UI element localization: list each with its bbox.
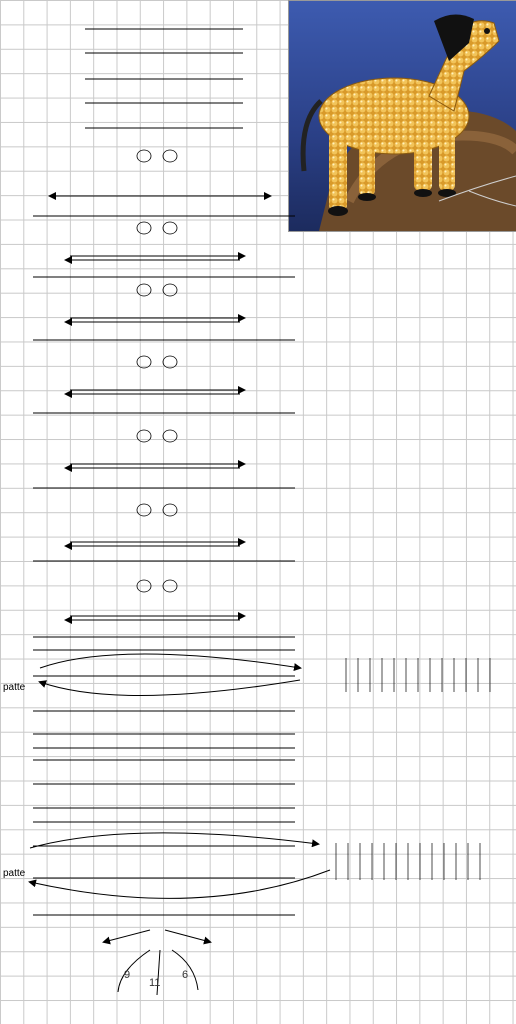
wire: [164, 929, 212, 945]
leg-label-top: patte: [3, 682, 26, 693]
wire: [171, 949, 199, 991]
wire: [156, 949, 161, 996]
row-divider-lines: [33, 28, 491, 916]
wire-loop: [162, 429, 178, 443]
wire-loop: [162, 149, 178, 163]
wire: [28, 869, 331, 899]
strand-label-11: 11: [149, 977, 160, 989]
strand-label-6: 6: [182, 969, 188, 981]
wire-paths: [28, 149, 331, 996]
wire-loop: [136, 429, 152, 443]
wire-loop: [162, 355, 178, 369]
wire-loop: [136, 221, 152, 235]
wire-loop: [136, 283, 152, 297]
leg-label-bottom: patte: [3, 868, 26, 879]
wire-loop: [136, 579, 152, 593]
wire-loop: [136, 355, 152, 369]
wire-loop: [136, 503, 152, 517]
strand-label-9: 9: [124, 969, 130, 981]
wire: [38, 679, 301, 697]
wire-loop: [162, 503, 178, 517]
wire-loop: [136, 149, 152, 163]
wire: [117, 949, 151, 993]
beaded-horse-photo-icon: [289, 1, 516, 231]
wire: [39, 653, 302, 672]
wire: [29, 832, 320, 849]
wire-loop: [162, 579, 178, 593]
wire-loop: [162, 221, 178, 235]
wire: [102, 929, 151, 945]
horse-photo: [288, 0, 516, 232]
wire-loop: [162, 283, 178, 297]
